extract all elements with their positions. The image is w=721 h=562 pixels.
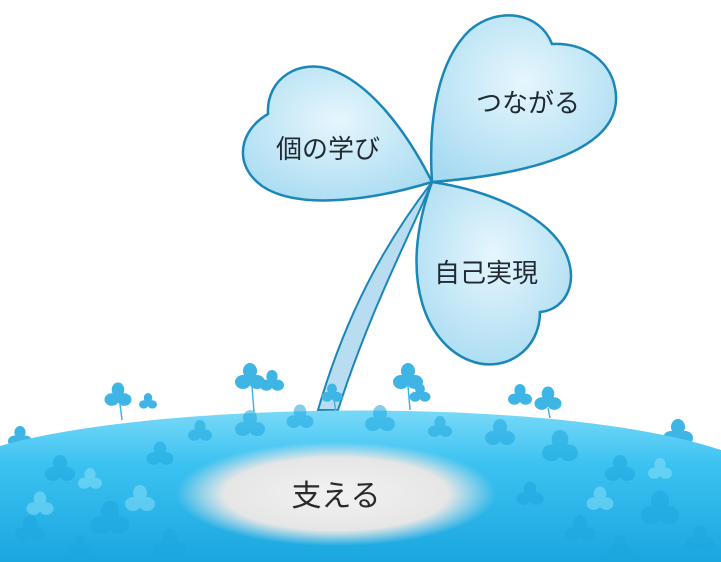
leaf-left	[241, 65, 434, 202]
leaf-right-top-label: つながる	[476, 89, 580, 119]
base-label: 支える	[291, 479, 380, 514]
leaf-right-bottom	[415, 180, 573, 366]
leaf-right-bottom-label: 自己実現	[434, 259, 538, 289]
leaf-right-top	[429, 14, 618, 184]
stem	[316, 181, 433, 411]
base-cloud	[176, 442, 496, 546]
leaf-left-label: 個の学び	[276, 135, 380, 165]
